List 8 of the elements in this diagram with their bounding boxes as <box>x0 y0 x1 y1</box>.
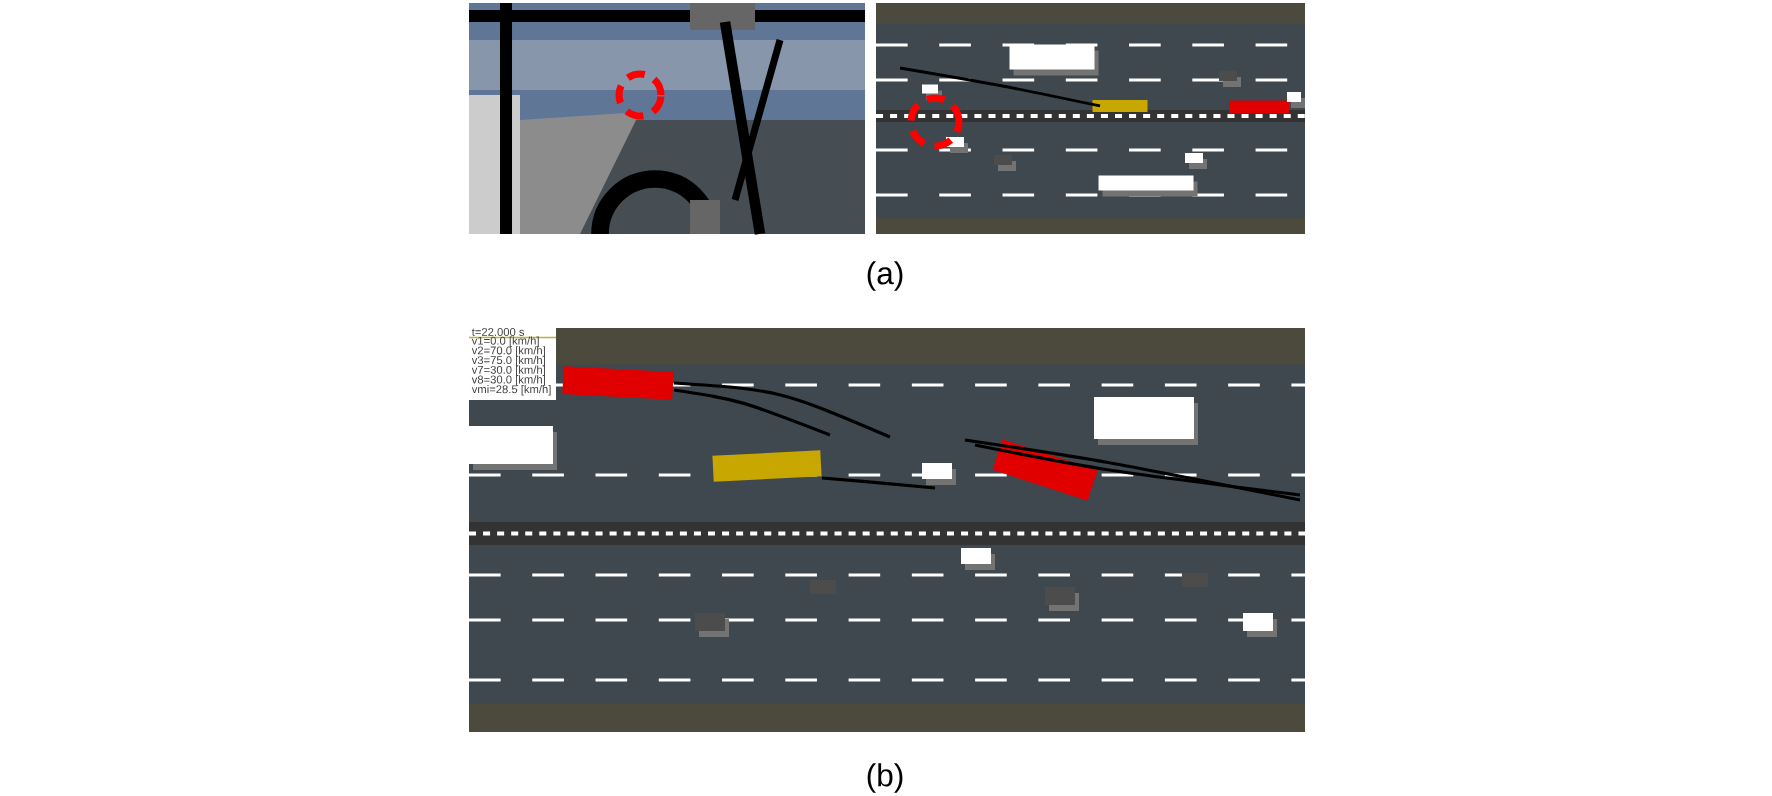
data-readout-panel: t=22.000 s v1=0.0 [km/h] v2=70.0 [km/h] v3=75.0 [km/h] v7=30.0 [km/h] v8=30.0 [km/h] vmi=28.5 [km/h] <box>468 328 557 400</box>
label: t=22.000 s <box>471 328 525 336</box>
label: v1=0.0 [km/h] <box>471 336 539 347</box>
label: v2=70.0 [km/h] <box>471 346 545 357</box>
label: v3=75.0 [km/h] <box>471 355 545 367</box>
panel-caption: (a) <box>867 261 903 291</box>
panel-caption: (b) <box>867 763 903 793</box>
label: v8=30.0 [km/h] <box>471 375 545 386</box>
